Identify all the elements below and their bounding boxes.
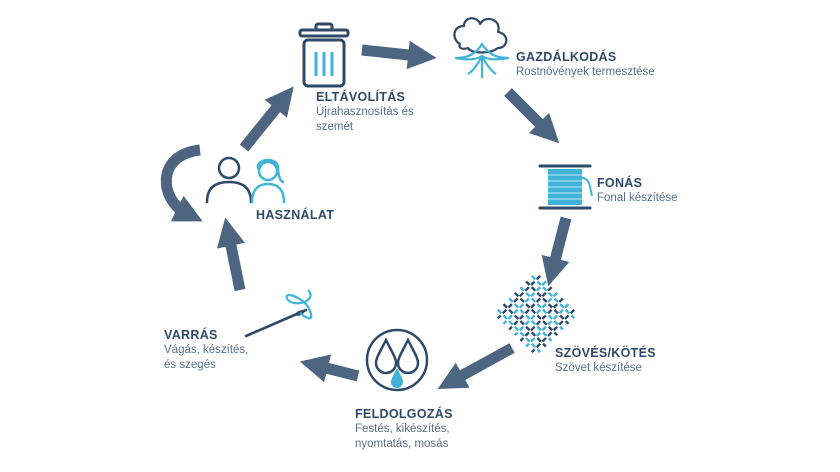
arrow-sewing-to-use [216, 217, 246, 292]
trash-bin-icon [298, 22, 350, 88]
stage-title: FONÁS [597, 176, 643, 190]
stage-disposal: ELTÁVOLÍTÁS Újrahasznosítás és szemét [316, 90, 414, 135]
stage-desc: Festés, kikészítés, nyomtatás, mosás [355, 423, 450, 450]
arrow-weaving-to-processing [437, 343, 515, 390]
woven-fabric-icon [496, 274, 576, 354]
people-icon [205, 156, 286, 204]
arrow-disposal-to-farming [361, 40, 437, 70]
cotton-plant-icon [453, 17, 510, 78]
stage-title: VARRÁS [164, 328, 218, 342]
stage-title: SZÖVÉS/KÖTÉS [555, 346, 656, 360]
arrow-use-loop [160, 144, 203, 222]
needle-thread-icon [244, 289, 313, 338]
water-drops-icon [365, 328, 429, 392]
stage-title: FELDOLGOZÁS [355, 407, 453, 421]
stage-desc: Vágás, készítés, és szegés [164, 344, 249, 371]
arrow-spinning-to-weaving [541, 216, 572, 287]
stage-processing: FELDOLGOZÁS Festés, kikészítés, nyomtatá… [355, 407, 453, 452]
stage-farming: GAZDÁLKODÁS Rostnövények termesztése [516, 50, 655, 80]
stage-desc: Újrahasznosítás és szemét [316, 106, 414, 133]
stage-title: ELTÁVOLÍTÁS [316, 90, 406, 104]
stage-desc: Szövet készítése [555, 362, 642, 374]
stage-desc: Rostnövények termesztése [516, 66, 655, 78]
stage-sewing: VARRÁS Vágás, készítés, és szegés [164, 328, 248, 373]
arrow-use-to-disposal [239, 86, 294, 152]
stage-spinning: FONÁS Fonal készítése [597, 176, 678, 206]
stage-title: GAZDÁLKODÁS [516, 50, 617, 64]
stage-desc: Fonal készítése [597, 192, 678, 204]
thread-spool-icon [538, 164, 593, 210]
stage-use: HASZNÁLAT [256, 208, 334, 223]
stage-weaving: SZÖVÉS/KÖTÉS Szövet készítése [555, 346, 656, 376]
stage-title: HASZNÁLAT [256, 208, 335, 222]
arrow-farming-to-spinning [504, 88, 560, 144]
arrow-processing-to-sewing [299, 354, 360, 383]
